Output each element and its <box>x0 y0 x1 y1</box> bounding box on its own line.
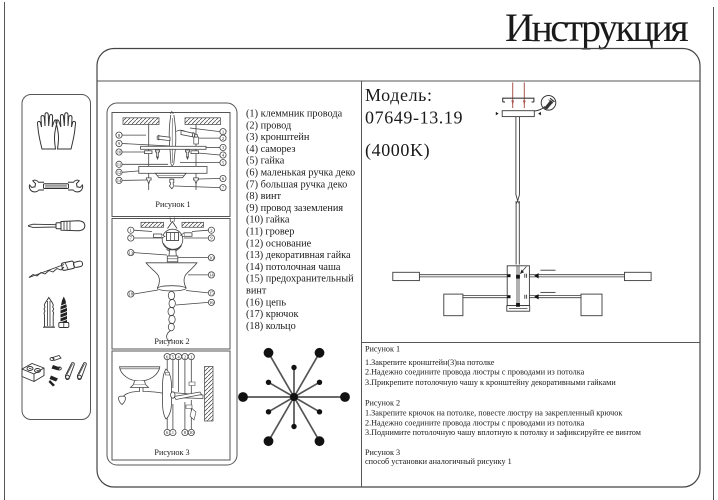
svg-text:5: 5 <box>222 160 225 165</box>
svg-text:Модель:: Модель: <box>365 85 433 105</box>
svg-text:Рисунок 3: Рисунок 3 <box>154 448 189 457</box>
svg-text:07649-13.19: 07649-13.19 <box>365 108 463 128</box>
svg-text:4: 4 <box>177 354 180 359</box>
svg-text:Рисунок 2: Рисунок 2 <box>365 398 400 407</box>
svg-text:9: 9 <box>118 141 121 146</box>
svg-text:(16) цепь: (16) цепь <box>246 297 286 308</box>
svg-text:10: 10 <box>209 255 214 260</box>
svg-text:3.Поднимите потолочную чашу вп: 3.Поднимите потолочную чашу вплотную к п… <box>365 428 641 437</box>
svg-text:способ установки аналогичный р: способ установки аналогичный рисунку 1 <box>365 457 512 466</box>
svg-text:6: 6 <box>166 430 169 435</box>
svg-text:8: 8 <box>118 133 121 138</box>
svg-text:1: 1 <box>172 430 175 435</box>
svg-text:14: 14 <box>117 178 122 183</box>
svg-text:(6) маленькая ручка деко: (6) маленькая ручка деко <box>246 168 355 179</box>
svg-text:(2) провод: (2) провод <box>246 120 291 131</box>
svg-text:8: 8 <box>184 430 187 435</box>
svg-text:15: 15 <box>209 291 214 296</box>
svg-text:(8) винт: (8) винт <box>246 191 281 202</box>
svg-text:13: 13 <box>129 250 134 255</box>
svg-text:(15) предохранительный: (15) предохранительный <box>246 274 354 285</box>
svg-text:1.Закрепите кронштейн(3)на пот: 1.Закрепите кронштейн(3)на потолке <box>365 358 495 367</box>
svg-text:(1) клеммник провода: (1) клеммник провода <box>246 109 343 120</box>
svg-text:1.Закрепите крючок на потолке,: 1.Закрепите крючок на потолке, повесте л… <box>365 408 622 417</box>
svg-text:2.Надежно соедините провода лю: 2.Надежно соедините провода люстры с про… <box>365 418 585 427</box>
svg-text:1: 1 <box>130 228 133 233</box>
svg-text:12: 12 <box>117 170 122 175</box>
svg-text:(5) гайка: (5) гайка <box>246 156 285 167</box>
svg-text:1: 1 <box>190 354 193 359</box>
svg-text:4: 4 <box>222 153 225 158</box>
svg-text:7: 7 <box>130 236 133 241</box>
svg-text:6: 6 <box>166 354 169 359</box>
svg-text:Рисунок 2: Рисунок 2 <box>154 337 189 346</box>
svg-text:1: 1 <box>222 129 225 134</box>
svg-text:(14) потолочная чаша: (14) потолочная чаша <box>246 262 341 273</box>
svg-text:18: 18 <box>129 292 134 297</box>
svg-text:10: 10 <box>117 150 122 155</box>
svg-text:Рисунок 1: Рисунок 1 <box>155 200 190 209</box>
svg-text:(13) декоративная гайка: (13) декоративная гайка <box>246 250 351 261</box>
svg-text:9: 9 <box>210 236 213 241</box>
svg-text:винт: винт <box>246 286 267 297</box>
svg-text:5: 5 <box>172 354 175 359</box>
svg-text:3: 3 <box>222 145 225 150</box>
svg-text:16: 16 <box>209 300 214 305</box>
svg-text:7: 7 <box>222 185 225 190</box>
svg-text:Рисунок 1: Рисунок 1 <box>365 345 400 354</box>
svg-text:11: 11 <box>117 162 122 167</box>
svg-text:2: 2 <box>222 136 225 141</box>
svg-text:10: 10 <box>189 430 194 435</box>
svg-text:(10) гайка: (10) гайка <box>246 215 290 226</box>
svg-text:(12) основание: (12) основание <box>246 238 312 249</box>
svg-text:(9) провод заземления: (9) провод заземления <box>246 203 343 214</box>
svg-text:6: 6 <box>222 176 225 181</box>
svg-text:(11) гровер: (11) гровер <box>246 227 294 238</box>
svg-text:Инструкция: Инструкция <box>505 5 688 50</box>
svg-text:(18) кольцо: (18) кольцо <box>246 321 296 332</box>
svg-text:Рисунок 3: Рисунок 3 <box>365 448 400 457</box>
svg-text:(4) саморез: (4) саморез <box>246 144 295 155</box>
svg-text:3.Прикрепите потолочную чашу к: 3.Прикрепите потолочную чашу к кронштейн… <box>365 378 616 387</box>
svg-text:(7) большая ручка деко: (7) большая ручка деко <box>246 179 347 190</box>
svg-text:(4000K): (4000K) <box>365 140 430 161</box>
svg-text:2.Надежно соедините провода лю: 2.Надежно соедините провода люстры с про… <box>365 368 585 377</box>
svg-text:2: 2 <box>184 354 187 359</box>
svg-text:(17) крючок: (17) крючок <box>246 309 300 320</box>
svg-text:(3) кронштейн: (3) кронштейн <box>246 132 310 143</box>
svg-text:14: 14 <box>209 273 214 278</box>
svg-text:2: 2 <box>210 228 213 233</box>
